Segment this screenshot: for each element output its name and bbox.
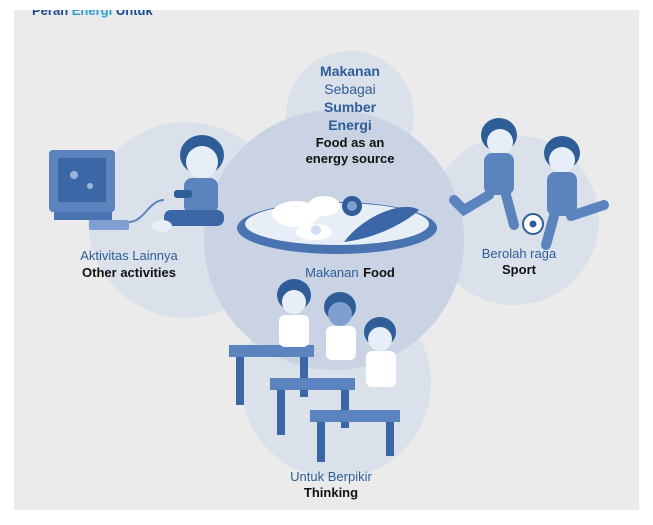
right-label-id: Berolah raga — [481, 246, 557, 261]
left-label: Aktivitas Lainnya Other activities — [54, 247, 204, 281]
center-title: Makanan Sebagai Sumber Energi — [290, 62, 410, 134]
left-label-en: Other activities — [82, 265, 176, 280]
boys-football-illustration — [449, 118, 609, 250]
bottom-label-id: Untuk Berpikir — [290, 469, 372, 484]
tv-console-illustration — [49, 150, 165, 230]
plate-of-food-illustration — [237, 196, 437, 254]
center-title-id-1: Makanan — [320, 63, 380, 79]
right-label-en: Sport — [502, 262, 536, 277]
right-label: Berolah raga Sport — [469, 246, 569, 278]
food-label: Makanan Food — [280, 264, 420, 282]
cropped-header-title: Peran Energi Untuk — [32, 10, 153, 18]
boy-gaming-illustration — [152, 135, 224, 232]
center-title-english: Food as an energy source — [305, 135, 395, 166]
center-title-id-2: Sebagai — [324, 81, 376, 97]
diagram-illustration — [49, 51, 609, 478]
students-thinking-illustration — [229, 279, 400, 462]
left-label-id: Aktivitas Lainnya — [80, 248, 178, 263]
food-label-id: Makanan — [305, 265, 359, 280]
center-title-id-4: Energi — [328, 117, 372, 133]
center-title-id-3: Sumber — [323, 99, 377, 115]
food-label-en: Food — [363, 265, 395, 280]
bottom-label-en: Thinking — [303, 485, 359, 500]
bottom-label: Untuk Berpikir Thinking — [276, 469, 386, 501]
diagram-frame: Peran Energi Untuk — [14, 10, 639, 510]
